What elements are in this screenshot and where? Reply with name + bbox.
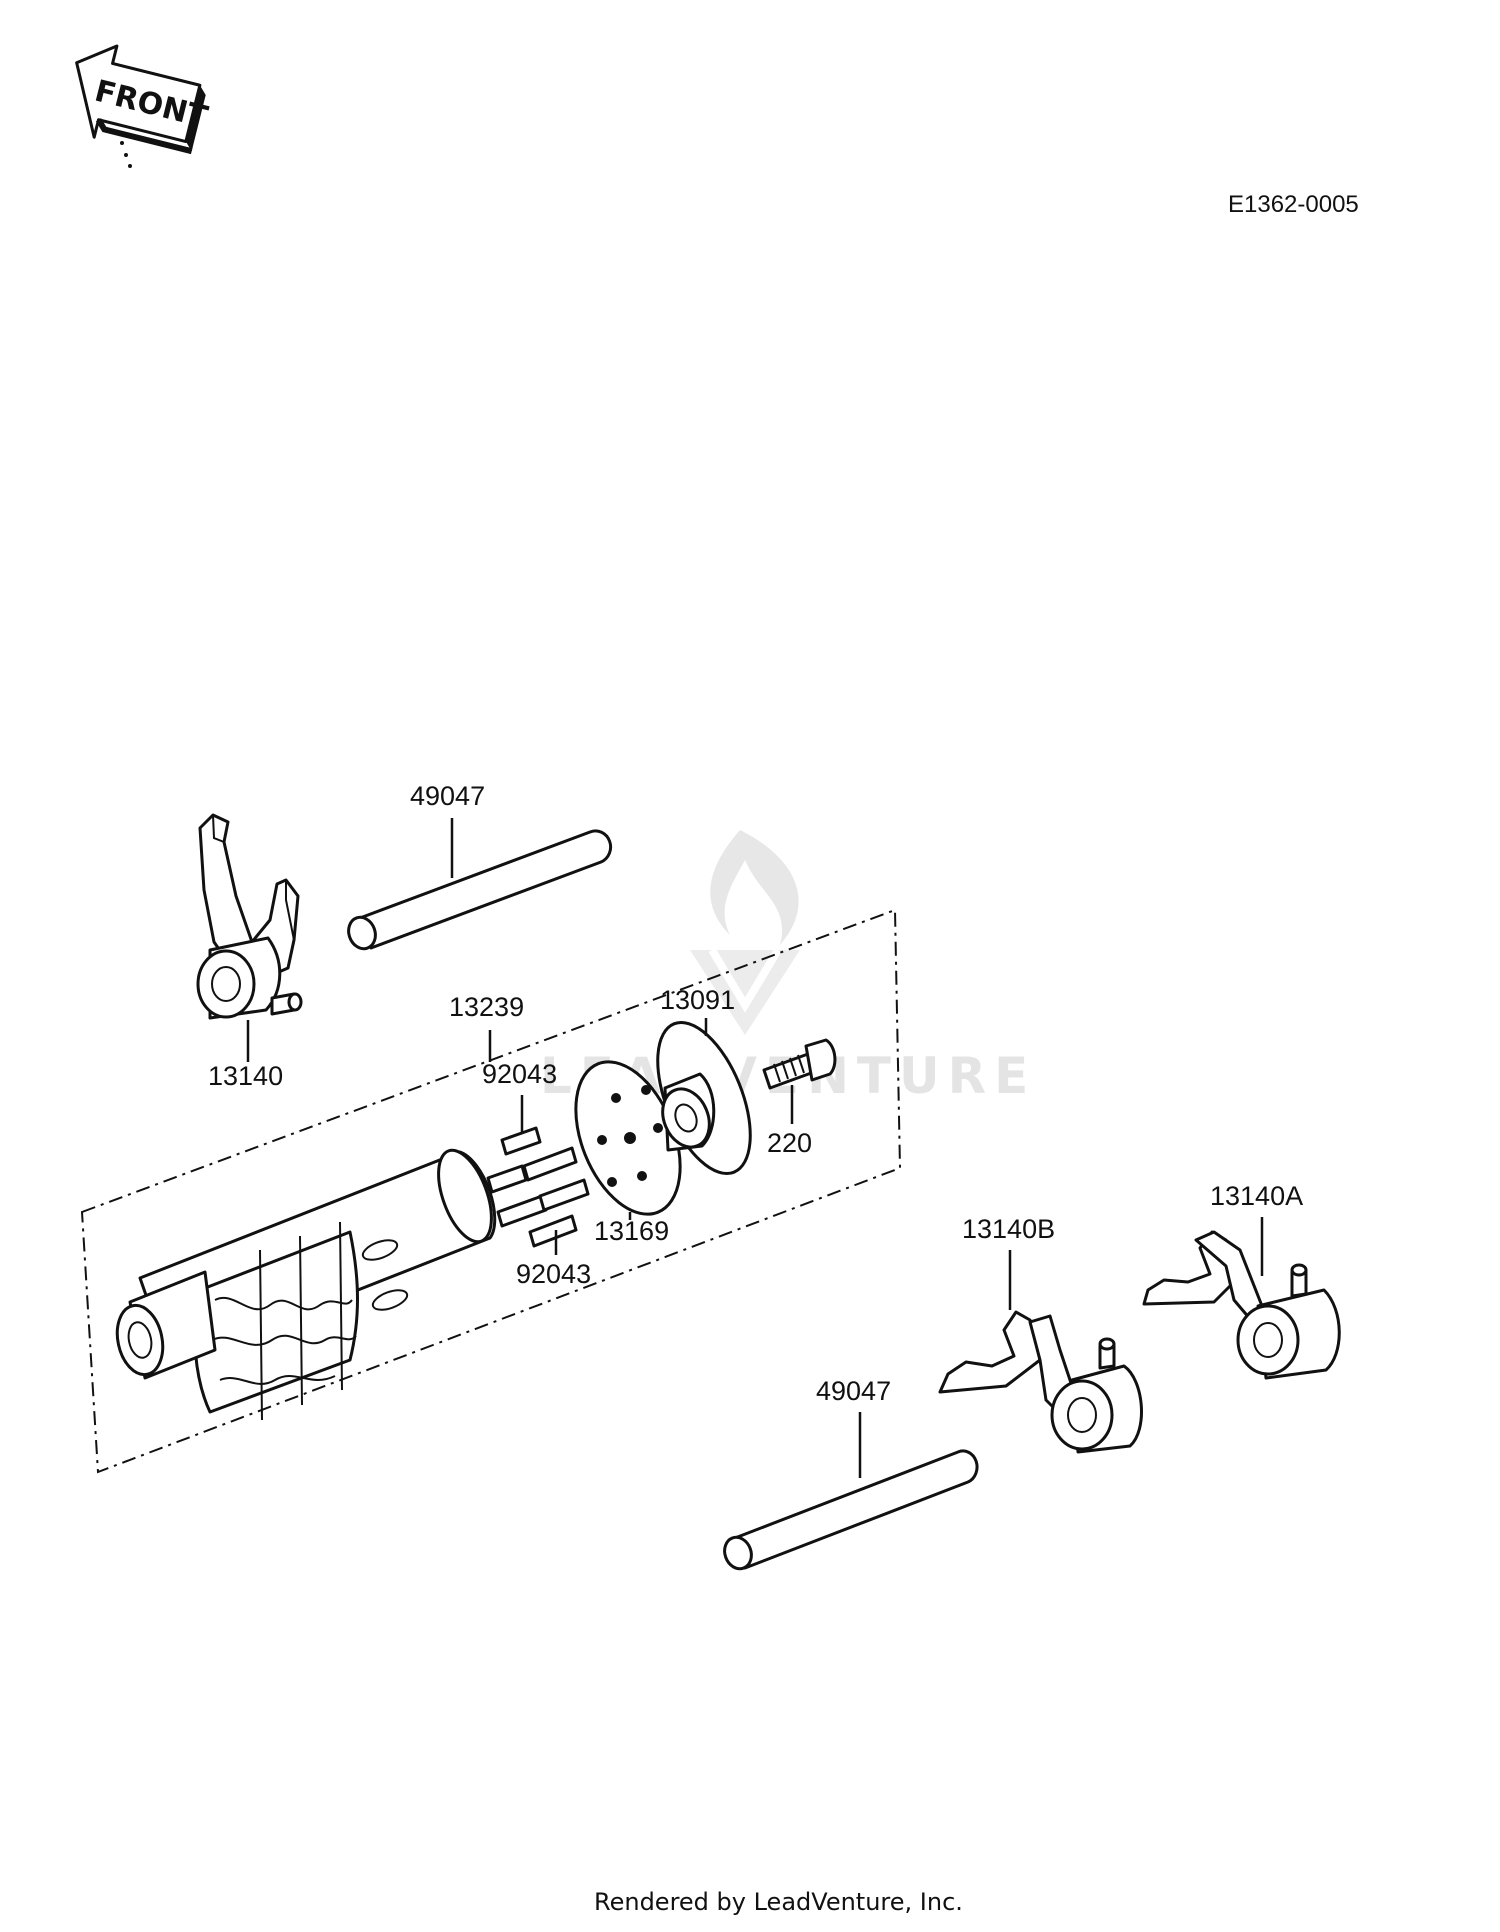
callout-cam: 13091: [660, 985, 735, 1015]
callout-labels: 49047 13140 13239 92043 92043 13169 1309…: [208, 781, 1303, 1406]
leader-lines: [246, 818, 1264, 1478]
callout-bolt: 220: [767, 1128, 812, 1158]
shift-drum: [115, 1148, 497, 1421]
flame-logo-icon: [690, 830, 800, 1035]
shift-rod-upper: [347, 829, 613, 951]
callout-shaft-lower: 49047: [816, 1376, 891, 1406]
callout-pin-plate: 13169: [594, 1216, 669, 1246]
callout-shaft-upper: 49047: [410, 781, 485, 811]
shift-fork-upper: [196, 813, 303, 1020]
shift-rod-lower: [723, 1449, 979, 1571]
front-arrow-dots: [120, 141, 132, 168]
bolt: [762, 1038, 837, 1090]
callout-drum-assembly: 13239: [449, 992, 524, 1022]
drum-pins: [486, 1126, 590, 1248]
assembly-frame: [80, 908, 902, 1474]
callout-fork-a: 13140A: [1210, 1181, 1303, 1211]
diagram-code: E1362-0005: [1228, 191, 1359, 218]
shift-cam: [656, 1020, 752, 1176]
callout-pin-upper: 92043: [482, 1059, 557, 1089]
footer-credit: Rendered by LeadVenture, Inc.: [594, 1888, 963, 1916]
callout-pin-lower: 92043: [516, 1259, 591, 1289]
callout-fork-upper: 13140: [208, 1061, 283, 1091]
shift-fork-a: [1142, 1230, 1341, 1380]
shift-fork-b: [938, 1310, 1143, 1454]
front-direction-arrow-icon: FRONT: [75, 44, 211, 155]
callout-fork-b: 13140B: [962, 1214, 1055, 1244]
